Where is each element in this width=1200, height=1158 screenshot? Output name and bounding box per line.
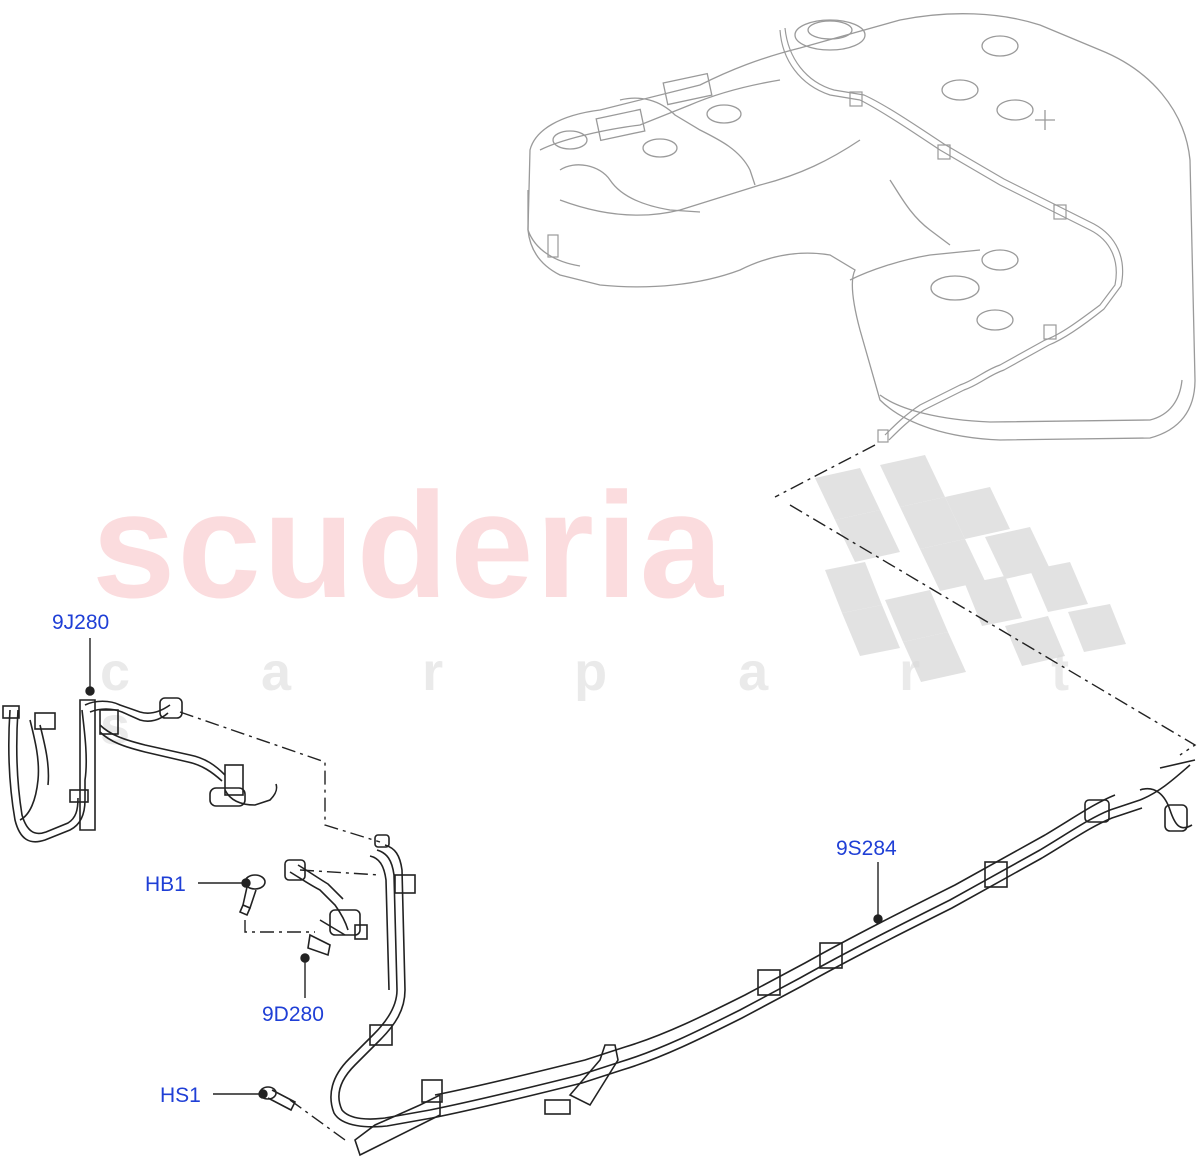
callout-9J280[interactable]: 9J280 — [52, 611, 110, 634]
tank-fuel-lines — [547, 27, 1124, 443]
callout-HS1[interactable]: HS1 — [160, 1084, 201, 1107]
watermark-checkered-flag — [815, 455, 1126, 682]
fuel-line-9S284 — [330, 759, 1196, 1157]
fuel-tank — [527, 13, 1196, 441]
watermark-brand: scuderia — [92, 461, 725, 629]
callout-leaders — [85, 638, 883, 1099]
valve-assembly-9D280 — [284, 859, 368, 957]
watermark-tagline: c a r p a r t s — [100, 642, 1128, 756]
callout-9S284[interactable]: 9S284 — [836, 837, 897, 860]
callout-HB1[interactable]: HB1 — [145, 873, 186, 896]
callout-9D280[interactable]: 9D280 — [262, 1003, 324, 1026]
hose-assembly-9J280 — [2, 697, 278, 843]
leader-lines — [179, 444, 1197, 1141]
